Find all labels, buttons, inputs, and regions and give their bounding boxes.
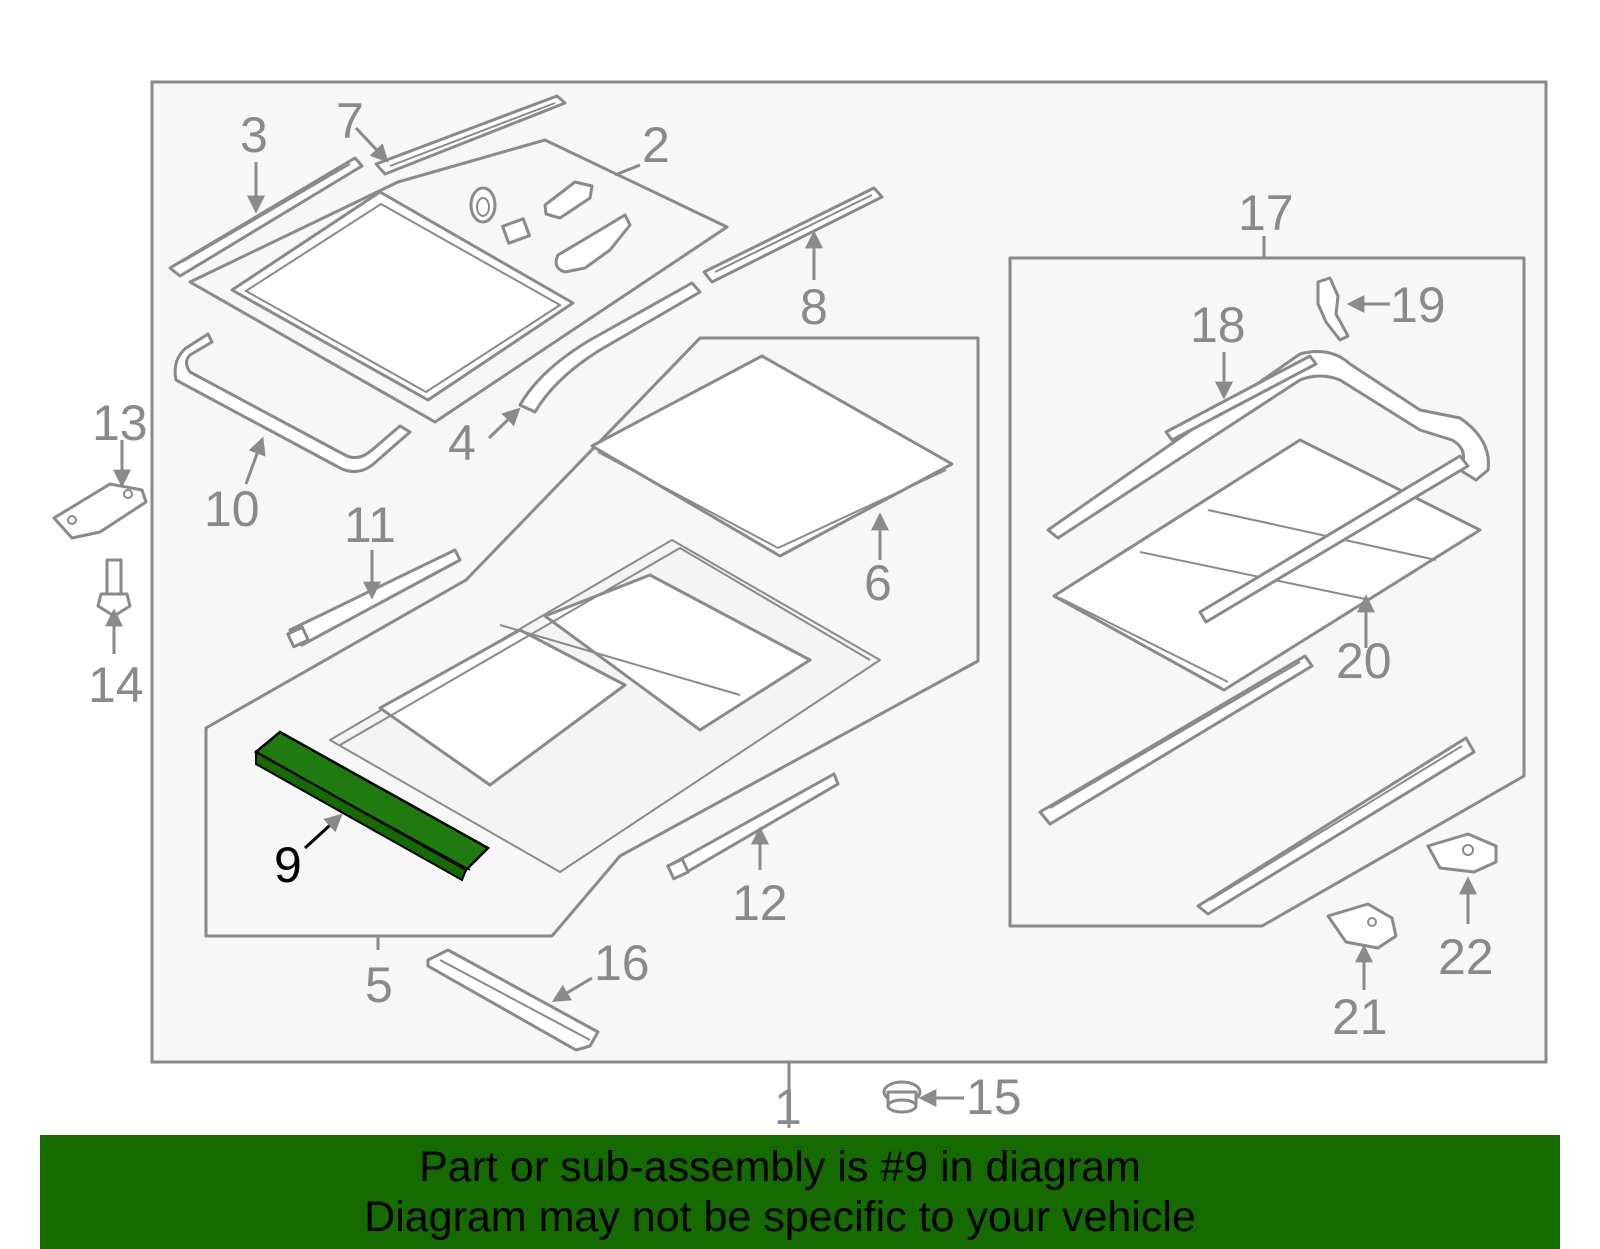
part-17-frame	[1046, 350, 1490, 540]
callout-13[interactable]: 13	[92, 395, 148, 451]
callout-21[interactable]: 21	[1332, 989, 1388, 1045]
part-18-rail	[1164, 354, 1318, 442]
part-3-deflector	[168, 156, 364, 278]
callout-18[interactable]: 18	[1190, 297, 1246, 353]
callout-6[interactable]: 6	[864, 555, 892, 611]
part-19-bracket	[1316, 276, 1350, 342]
part-22-bracket	[1426, 832, 1498, 874]
callout-11[interactable]: 11	[344, 497, 396, 553]
callout-2[interactable]: 2	[642, 117, 670, 173]
callout-20[interactable]: 20	[1336, 633, 1392, 689]
glass-panel-front-inner	[244, 202, 562, 394]
part-10-seal	[173, 332, 412, 474]
info-banner: Part or sub-assembly is #9 in diagram Di…	[40, 1135, 1560, 1249]
callout-16[interactable]: 16	[594, 935, 650, 991]
callout-4[interactable]: 4	[448, 415, 476, 471]
callout-5[interactable]: 5	[365, 957, 393, 1013]
part-13-bracket	[52, 482, 148, 540]
callout-7[interactable]: 7	[336, 93, 364, 149]
part-6-glass	[590, 354, 954, 558]
callout-9[interactable]: 9	[274, 837, 302, 893]
part-21-bracket	[1326, 902, 1398, 950]
callout-22[interactable]: 22	[1438, 929, 1494, 985]
lower-rail-left	[1038, 654, 1314, 826]
callout-12[interactable]: 12	[732, 875, 788, 931]
callout-15[interactable]: 15	[966, 1069, 1022, 1125]
callout-17[interactable]: 17	[1238, 185, 1294, 241]
callout-10[interactable]: 10	[204, 481, 260, 537]
clip-parts	[469, 180, 632, 274]
banner-line-2: Diagram may not be specific to your vehi…	[364, 1193, 1196, 1241]
callout-1[interactable]: 1	[774, 1079, 802, 1135]
callout-14[interactable]: 14	[88, 657, 144, 713]
part-20-sunshade	[1052, 438, 1482, 692]
subassembly-2-outline	[188, 138, 729, 424]
banner-line-1: Part or sub-assembly is #9 in diagram	[419, 1143, 1141, 1191]
part-4-rail	[518, 281, 702, 414]
callout-19[interactable]: 19	[1390, 277, 1446, 333]
callout-3[interactable]: 3	[240, 107, 268, 163]
callout-8[interactable]: 8	[800, 279, 828, 335]
part-9-highlighted[interactable]	[253, 730, 491, 882]
subassembly-17-outline	[1008, 256, 1526, 928]
leader-lines	[105, 126, 1477, 1128]
part-14-bolt	[96, 558, 132, 618]
callout-labels: 1 2 3 4 5 6 7 8 9 10 11 12 13 14 15 16 1…	[88, 93, 1494, 1135]
subassembly-5-outline	[204, 336, 980, 938]
part-15-grommet	[882, 1080, 922, 1114]
